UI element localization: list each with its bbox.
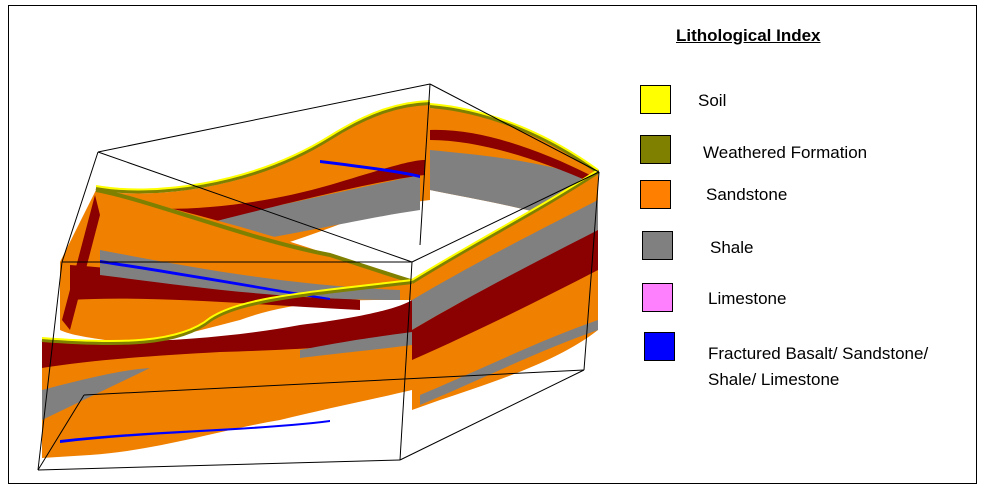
layer-claystone [430, 129, 590, 182]
shale-swatch [642, 231, 673, 260]
basalt-swatch [644, 332, 675, 361]
layer-soil [429, 103, 599, 171]
legend-label-shale: Shale [710, 238, 754, 257]
legend-title: Lithological Index [676, 26, 821, 45]
legend-label-basalt-line2: Shale/ Limestone [708, 370, 840, 389]
bounding-box [37, 83, 600, 471]
limestone-swatch [642, 283, 673, 312]
sandstone-swatch [640, 180, 671, 209]
legend-label-soil: Soil [698, 91, 727, 110]
weathered-formation-swatch [640, 135, 671, 164]
legend-label-sandstone: Sandstone [706, 185, 788, 204]
legend-label-weathered: Weathered Formation [703, 143, 868, 162]
panel-front-right [410, 169, 600, 410]
panel-front-bottom [41, 279, 413, 458]
legend-label-limestone: Limestone [708, 289, 787, 308]
layer-weathered [429, 104, 600, 174]
soil-swatch [640, 85, 671, 114]
legend-label-basalt-line1: Fractured Basalt/ Sandstone/ [708, 344, 929, 363]
